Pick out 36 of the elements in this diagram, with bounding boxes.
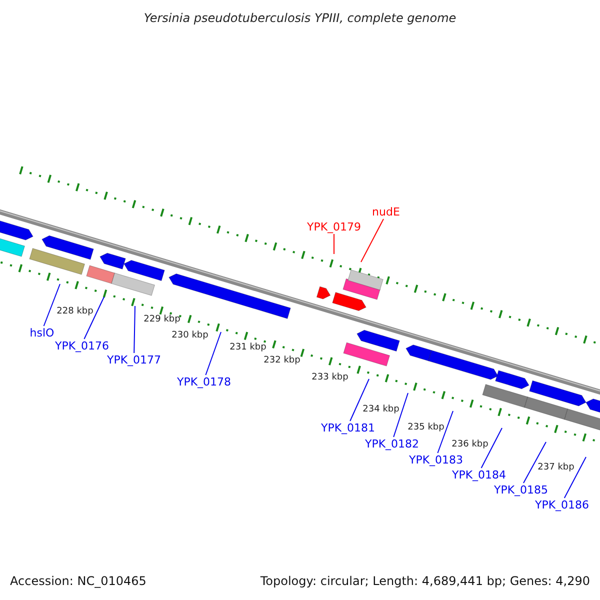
leader-line bbox=[350, 378, 370, 422]
scale-label: 228 kbp bbox=[56, 308, 94, 316]
scale-label: 234 kbp bbox=[362, 406, 400, 414]
scale-label: 230 kbp bbox=[172, 332, 208, 340]
scale-label: 229 kbp bbox=[144, 316, 180, 324]
gene-label: YPK_0182 bbox=[364, 438, 420, 450]
title: Yersinia pseudotuberculosis YPIII, complete genome bbox=[144, 12, 456, 24]
gene-label: hslO bbox=[30, 328, 54, 338]
gene-label: YPK_0183 bbox=[408, 454, 464, 466]
genome-info-text: Topology: circular; Length: 4,689,441 bp; Genes: 4,290 bbox=[260, 575, 590, 587]
scale-label: 236 kbp bbox=[452, 440, 488, 450]
leader-line bbox=[437, 410, 454, 454]
scale-label: 232 kbp bbox=[264, 356, 300, 366]
gene-label: YPK_0185 bbox=[494, 484, 548, 496]
gene-label: YPK_0179 bbox=[306, 222, 362, 232]
gene-label: YPK_0181 bbox=[320, 422, 376, 434]
leader-line bbox=[43, 284, 60, 326]
leader-line bbox=[480, 428, 502, 468]
gene-label: nudE bbox=[372, 206, 400, 218]
gene-label: YPK_0177 bbox=[106, 354, 162, 366]
leader-line bbox=[134, 306, 136, 354]
accession-text: Accession: NC_010465 bbox=[10, 575, 146, 587]
leader-line bbox=[360, 218, 384, 262]
leader-line bbox=[564, 456, 586, 498]
scale-label: 237 kbp bbox=[538, 464, 574, 472]
scale-label: 235 kbp bbox=[408, 424, 444, 432]
gene-label: YPK_0178 bbox=[176, 376, 232, 388]
leader-line bbox=[205, 332, 222, 376]
gene-label: YPK_0176 bbox=[54, 340, 110, 352]
scale-label: 233 kbp bbox=[312, 374, 348, 382]
leader-line bbox=[84, 296, 104, 340]
leader-line bbox=[393, 392, 408, 438]
scale-label: 231 kbp bbox=[230, 344, 266, 352]
gene-label: YPK_0186 bbox=[534, 500, 590, 510]
gene-label: YPK_0184 bbox=[452, 470, 506, 480]
leader-line bbox=[523, 442, 546, 484]
